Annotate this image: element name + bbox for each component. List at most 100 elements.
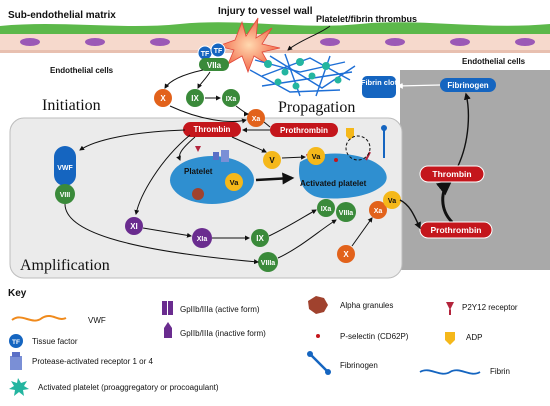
prothrombin-propagation: [419, 221, 493, 239]
key-vwf: VWF: [88, 316, 106, 325]
arrow-platelet-to-activated: [255, 172, 295, 185]
thrombus-pointer: [287, 25, 331, 51]
arrow-viia-to-x: [164, 69, 204, 89]
svg-text:Xa: Xa: [374, 208, 383, 215]
activated-platelet-key-icon: [9, 378, 29, 396]
endothelium-band: [0, 30, 550, 53]
arrow-prothrombin-to-thrombin: [435, 180, 454, 224]
alpha-granules-key-icon: [308, 296, 328, 314]
svg-text:VIIIa: VIIIa: [261, 260, 276, 267]
svg-text:VIIa: VIIa: [207, 61, 222, 70]
arrow-xa-to-prothrombin-prop: [399, 199, 421, 230]
arrow-thrombin-to-vwf: [79, 129, 186, 151]
factor-v: [263, 151, 281, 169]
arrow-thrombin-to-v: [231, 136, 267, 153]
factor-ixa-propagation: [317, 199, 335, 217]
matrix-label: Sub-endothelial matrix: [8, 10, 116, 21]
svg-text:VIII: VIII: [60, 192, 71, 199]
propagation-label: Propagation: [278, 99, 355, 116]
tf-viia-complex: TF TF VIIa: [197, 42, 229, 71]
factor-x-initiation: [154, 89, 172, 107]
factor-viiia-propagation: [336, 202, 356, 222]
factor-ix-initiation: [186, 89, 204, 107]
arrow-fibrinogen-to-clot: [396, 82, 441, 89]
injury-label: Injury to vessel wall: [218, 6, 313, 17]
fibrinogen-key-icon: [309, 353, 329, 373]
matrix-band: [0, 22, 550, 34]
tissue-factor-key-icon: [9, 334, 23, 348]
thrombin-propagation: [419, 165, 485, 183]
key-alpha-granules: Alpha granules: [340, 301, 393, 310]
svg-text:Va: Va: [312, 152, 322, 161]
arrow-viiia-to-complex: [277, 219, 337, 259]
p2y12-receptor-resting: [195, 146, 201, 152]
viia-top-pill: [199, 58, 229, 71]
factor-x-propagation: [337, 245, 355, 263]
arrow-xa-to-prothrombin: [263, 121, 271, 128]
p-selectin-dot: [334, 158, 338, 162]
arrow-viia-to-ix: [197, 71, 211, 89]
gp-inactive-key-icon: [164, 322, 172, 338]
factor-viiia-amplification: [258, 252, 278, 272]
arrow-x-to-xa: [169, 105, 247, 124]
p-selectin-key-icon: [316, 334, 320, 338]
svg-text:X: X: [343, 250, 349, 259]
key-fibrin: Fibrin: [490, 367, 510, 376]
svg-text:V: V: [269, 156, 275, 165]
svg-text:VWF: VWF: [57, 165, 73, 172]
par-receptor: [221, 150, 229, 162]
amplification-label: Amplification: [20, 257, 110, 274]
factor-ix-amplification: [251, 229, 269, 247]
svg-text:IXa: IXa: [321, 206, 332, 213]
activated-platelet-label: Activated platelet: [300, 179, 367, 188]
arrow-thrombin-to-xi: [134, 134, 191, 215]
par-key-icon: [10, 352, 22, 370]
prothrombin-amplification: [270, 123, 338, 137]
fibrin-clot-box: [362, 76, 396, 98]
svg-text:Fibrinogen: Fibrinogen: [447, 81, 488, 90]
endo-left-label: Endothelial cells: [50, 66, 114, 75]
resting-platelet: [170, 156, 254, 204]
svg-text:TF: TF: [214, 48, 223, 55]
svg-text:Fibrin clot: Fibrin clot: [361, 78, 398, 87]
arrow-ixa-to-xa: [235, 105, 249, 117]
factor-va-activated: [307, 147, 325, 165]
svg-text:Xa: Xa: [252, 116, 261, 123]
svg-text:Prothrombin: Prothrombin: [431, 225, 482, 235]
svg-text:Va: Va: [230, 178, 240, 187]
svg-text:IX: IX: [191, 94, 199, 103]
arrow-x-to-xa-propagation: [351, 217, 373, 247]
svg-text:Prothrombin: Prothrombin: [280, 126, 328, 135]
svg-text:Thrombin: Thrombin: [432, 169, 471, 179]
svg-text:TF: TF: [12, 339, 20, 346]
key-p-selectin: P-selectin (CD62P): [340, 332, 409, 341]
initiation-label: Initiation: [42, 97, 101, 114]
arrow-thrombin-to-platelet: [176, 136, 196, 161]
fibrin-key-icon: [419, 369, 481, 375]
va-on-platelet: [225, 173, 243, 191]
svg-text:Thrombin: Thrombin: [194, 125, 231, 134]
arrow-viii-down: [64, 203, 259, 265]
adp-release-loop: [345, 135, 371, 161]
factor-xi: [125, 217, 143, 235]
key-gp-active: GpIIb/IIIa (active form): [180, 305, 260, 314]
alpha-granule-1: [192, 188, 204, 200]
fibrinogen-box: [440, 78, 496, 92]
arrow-v-to-va: [281, 154, 306, 160]
factor-xa-initiation: [247, 109, 265, 127]
activated-platelet: [298, 153, 387, 199]
adp-icon: [346, 128, 354, 140]
svg-text:VIIIa: VIIIa: [339, 210, 354, 217]
key-activated-platelet: Activated platelet (proaggregatory or pr…: [38, 383, 219, 392]
svg-text:XIa: XIa: [197, 236, 208, 243]
thrombus-platelets: [264, 58, 342, 90]
thrombus-label: Platelet/fibrin thrombus: [316, 14, 417, 24]
arrow-ix-to-ixa-prop: [268, 209, 317, 237]
arrow-xi-to-xia: [142, 227, 192, 238]
arrow-thrombin-to-fibrinogen: [457, 92, 471, 167]
key-gp-inactive: GpIIb/IIIa (inactive form): [180, 329, 266, 338]
svg-text:Va: Va: [388, 198, 396, 205]
key-adp: ADP: [466, 333, 482, 342]
factor-viii: [55, 184, 75, 204]
svg-text:IXa: IXa: [226, 96, 237, 103]
